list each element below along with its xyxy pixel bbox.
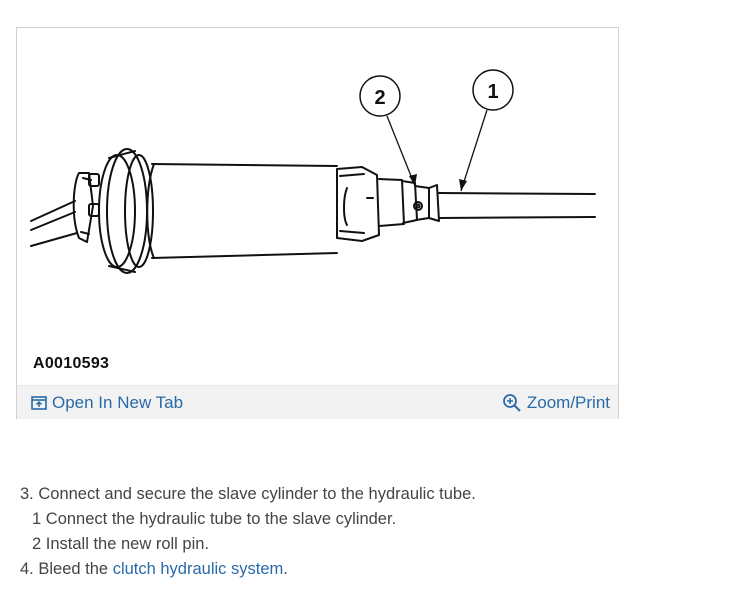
svg-text:1: 1: [487, 81, 498, 103]
substep-text: Install the new roll pin.: [45, 535, 210, 553]
zoom-print-link[interactable]: Zoom/Print: [502, 393, 610, 413]
step-text: Connect and secure the slave cylinder to…: [38, 485, 476, 503]
substep-text: Connect the hydraulic tube to the slave …: [45, 510, 397, 528]
open-in-new-tab-label: Open In New Tab: [52, 393, 184, 412]
figure-id: A0010593: [33, 355, 110, 372]
procedure-steps: 3. Connect and secure the slave cylinder…: [20, 482, 476, 582]
substep-2: 2 Install the new roll pin.: [20, 532, 476, 557]
figure-panel: 2 1 A0010593 Open In New Tab: [16, 27, 619, 419]
callout-2: 2: [359, 75, 417, 187]
clutch-hydraulic-system-link[interactable]: clutch hydraulic system: [112, 560, 284, 578]
substep-number: 2: [32, 535, 42, 553]
step-text: Bleed the: [38, 560, 109, 578]
open-in-new-tab-link[interactable]: Open In New Tab: [31, 393, 183, 413]
step-3: 3. Connect and secure the slave cylinder…: [20, 482, 476, 507]
zoom-print-label: Zoom/Print: [526, 393, 610, 412]
step-suffix: .: [283, 560, 288, 578]
step-number: 3.: [20, 485, 34, 503]
substep-1: 1 Connect the hydraulic tube to the slav…: [20, 507, 476, 532]
svg-text:2: 2: [374, 87, 385, 109]
figure-toolbar: Open In New Tab Zoom/Print: [17, 385, 618, 419]
open-new-tab-icon: [31, 396, 47, 410]
slave-cylinder-illustration: 2 1: [30, 69, 596, 274]
zoom-in-icon: [502, 393, 522, 413]
substep-number: 1: [32, 510, 42, 528]
callout-1: 1: [459, 69, 514, 192]
step-4: 4. Bleed the clutch hydraulic system.: [20, 557, 476, 582]
step-number: 4.: [20, 560, 34, 578]
